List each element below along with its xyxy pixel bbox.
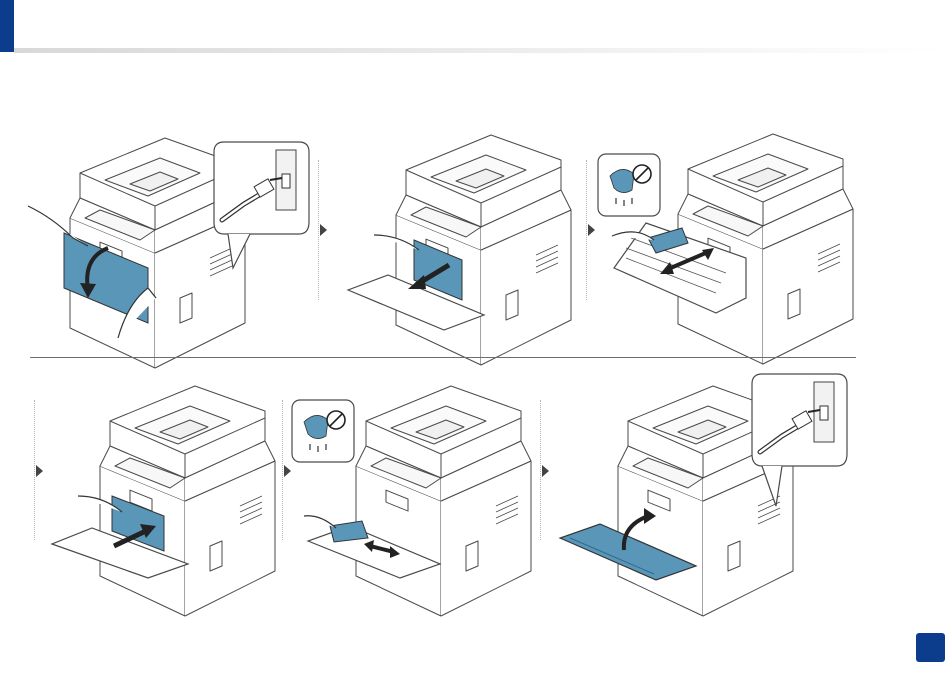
power-cord-callout [214, 142, 309, 234]
step-2-illustration [344, 115, 586, 340]
step-5-illustration [290, 366, 536, 584]
step-4-illustration [48, 366, 278, 582]
step-arrow-3 [36, 465, 43, 477]
step-separator [318, 160, 319, 300]
page-number-badge [916, 633, 945, 662]
step-separator [586, 160, 587, 300]
step-arrow-5 [542, 465, 549, 477]
step-separator [540, 400, 541, 540]
step-arrow-1 [320, 224, 327, 236]
no-liquid-icon [598, 154, 660, 216]
step-1-illustration [28, 118, 314, 343]
step-separator [34, 400, 35, 540]
step-arrow-2 [588, 224, 595, 236]
no-liquid-icon [292, 400, 354, 462]
step-separator [282, 400, 283, 540]
header-rule [14, 48, 944, 53]
power-cord-callout [752, 374, 847, 466]
step-3-illustration [596, 108, 856, 343]
chapter-tab [0, 0, 14, 52]
row-divider [30, 357, 856, 358]
step-6-illustration [556, 366, 852, 602]
